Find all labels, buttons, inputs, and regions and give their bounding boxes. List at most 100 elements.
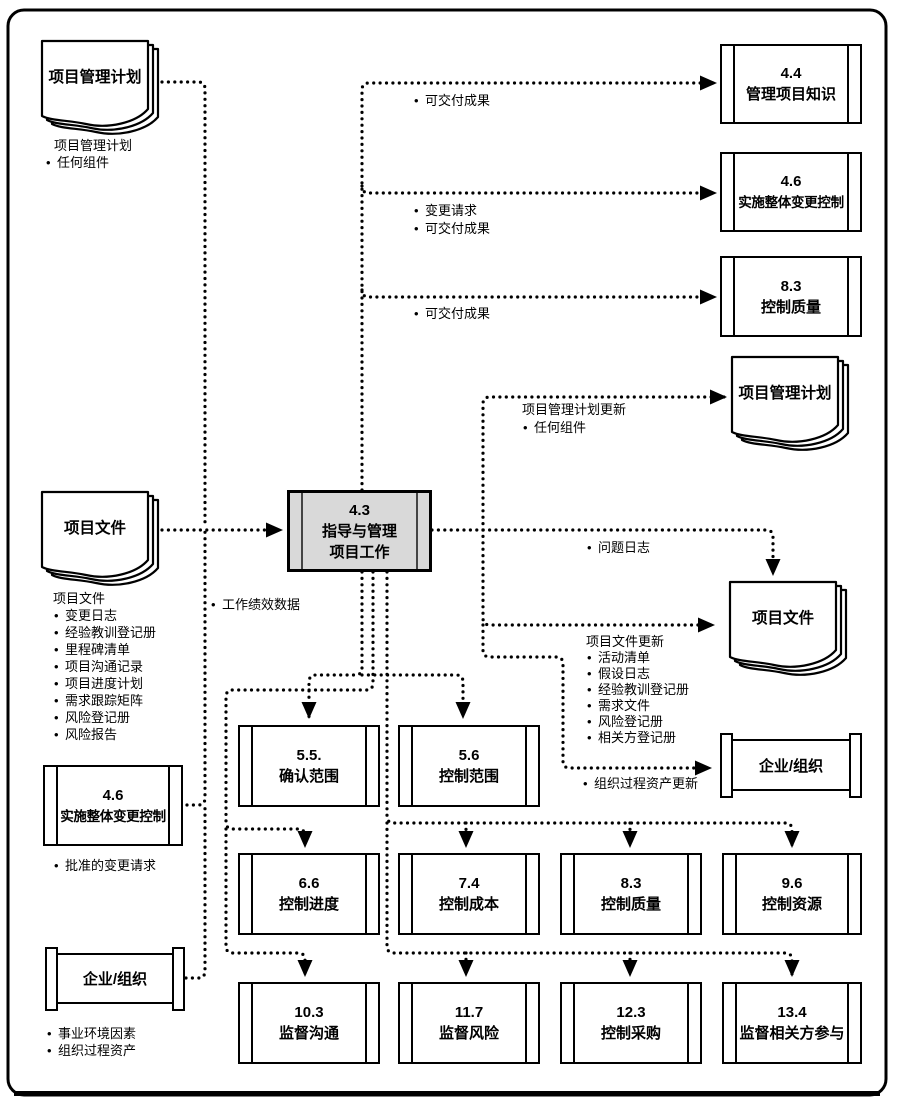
process-id: 4.6 bbox=[780, 173, 802, 190]
note-outputs-46: 变更请求 可交付成果 bbox=[413, 202, 490, 238]
note-bullet: 可交付成果 bbox=[413, 92, 490, 109]
note-approved-changes: 批准的变更请求 bbox=[53, 857, 156, 874]
process-box-4-6-input: 4.6 实施整体变更控制 bbox=[43, 765, 183, 846]
flow-issue-log bbox=[430, 528, 781, 576]
note-bullet: 变更请求 bbox=[413, 202, 490, 220]
note-docs-input: 项目文件 变更日志 经验教训登记册 里程碑清单 项目沟通记录 项目进度计划 需求… bbox=[53, 590, 156, 743]
process-id: 8.3 bbox=[780, 277, 802, 295]
doc-shape-plan-output bbox=[730, 355, 850, 451]
process-name: 管理项目知识 bbox=[745, 86, 836, 103]
note-plan-updates: 项目管理计划更新 任何组件 bbox=[522, 401, 626, 437]
note-bullet: 活动清单 bbox=[586, 650, 689, 666]
doc-plan-input-title: 项目管理计划 bbox=[48, 69, 142, 86]
process-name: 实施整体变更控制 bbox=[60, 808, 166, 824]
process-name: 监督沟通 bbox=[278, 1025, 339, 1042]
process-id: 11.7 bbox=[454, 1004, 484, 1021]
process-id: 7.4 bbox=[458, 875, 480, 892]
process-id: 8.3 bbox=[620, 875, 642, 892]
process-box-9-6: 9.6 控制资源 bbox=[722, 853, 862, 935]
note-work-performance-data: 工作绩效数据 bbox=[210, 596, 300, 613]
note-bullet: 组织过程资产 bbox=[46, 1042, 136, 1059]
note-bullet: 批准的变更请求 bbox=[53, 857, 156, 874]
process-box-5-6: 5.6 控制范围 bbox=[398, 725, 540, 807]
flow-plan-doc-down bbox=[160, 80, 207, 528]
note-plan-input: 项目管理计划 任何组件 bbox=[45, 137, 132, 171]
note-bullet: 项目沟通记录 bbox=[53, 658, 156, 675]
process-name: 控制成本 bbox=[438, 896, 499, 913]
process-name: 监督风险 bbox=[438, 1025, 499, 1042]
entity-tab-left bbox=[720, 733, 733, 798]
note-issue-log: 问题日志 bbox=[586, 539, 650, 556]
process-box-8-3-top: 8.3 控制质量 bbox=[720, 256, 862, 337]
process-name: 控制质量 bbox=[760, 298, 821, 316]
process-name: 控制采购 bbox=[600, 1025, 661, 1042]
process-id: 5.6 bbox=[458, 747, 480, 764]
process-id: 4.4 bbox=[780, 65, 802, 82]
note-opa-updates: 组织过程资产更新 bbox=[582, 775, 698, 792]
process-box-4-4: 4.4 管理项目知识 bbox=[720, 44, 862, 124]
process-id: 6.6 bbox=[298, 875, 320, 892]
process-name: 监督相关方参与 bbox=[739, 1025, 845, 1042]
flow-to-5-5 bbox=[301, 570, 364, 719]
process-box-6-6: 6.6 控制进度 bbox=[238, 853, 380, 935]
process-id: 4.3 bbox=[349, 501, 370, 519]
note-bullet: 需求文件 bbox=[586, 698, 689, 714]
note-bullet: 相关方登记册 bbox=[586, 730, 689, 746]
process-name: 确认范围 bbox=[278, 768, 339, 785]
note-bullet: 事业环境因素 bbox=[46, 1025, 136, 1042]
flow-opa-updates bbox=[481, 623, 712, 776]
note-bullet: 假设日志 bbox=[586, 666, 689, 682]
process-box-4-3-central: 4.3 指导与管理 项目工作 bbox=[287, 490, 432, 572]
process-name: 控制进度 bbox=[278, 896, 339, 913]
entity-enterprise-input: 企业/组织 bbox=[45, 947, 185, 1011]
process-box-7-4: 7.4 控制成本 bbox=[398, 853, 540, 935]
process-box-5-5: 5.5. 确认范围 bbox=[238, 725, 380, 807]
note-doc-updates: 项目文件更新 活动清单 假设日志 经验教训登记册 需求文件 风险登记册 相关方登… bbox=[586, 634, 689, 746]
process-id: 10.3 bbox=[294, 1004, 324, 1021]
note-bullet: 任何组件 bbox=[45, 154, 132, 171]
note-bullet: 组织过程资产更新 bbox=[582, 775, 698, 792]
note-deliverables-44: 可交付成果 bbox=[413, 92, 490, 109]
process-name: 控制资源 bbox=[761, 896, 822, 913]
doc-docs-output-title: 项目文件 bbox=[751, 610, 814, 627]
note-title: 项目文件 bbox=[53, 591, 106, 606]
entity-name: 企业/组织 bbox=[82, 971, 148, 988]
note-title: 项目文件更新 bbox=[586, 634, 665, 649]
note-bullet: 任何组件 bbox=[522, 419, 626, 437]
entity-enterprise-output: 企业/组织 bbox=[720, 733, 862, 798]
entity-tab-right bbox=[849, 733, 862, 798]
entity-tab-left bbox=[45, 947, 58, 1011]
note-bullet: 经验教训登记册 bbox=[586, 682, 689, 698]
flow-to-10-3 bbox=[224, 827, 313, 977]
process-box-13-4: 13.4 监督相关方参与 bbox=[722, 982, 862, 1064]
doc-shape-plan-input bbox=[40, 39, 160, 135]
flow-to-4-6 bbox=[360, 184, 717, 201]
process-box-4-6-output: 4.6 实施整体变更控制 bbox=[720, 152, 862, 232]
note-bullet: 需求跟踪矩阵 bbox=[53, 692, 156, 709]
doc-shape-docs-output bbox=[728, 580, 848, 676]
entity-name: 企业/组织 bbox=[758, 757, 824, 775]
process-name: 实施整体变更控制 bbox=[738, 195, 844, 210]
process-name: 控制质量 bbox=[600, 896, 661, 913]
doc-docs-input-title: 项目文件 bbox=[63, 520, 126, 537]
note-bullet: 变更日志 bbox=[53, 607, 156, 624]
note-bullet: 风险报告 bbox=[53, 726, 156, 743]
note-bullet: 里程碑清单 bbox=[53, 641, 156, 658]
process-id: 9.6 bbox=[781, 875, 803, 892]
process-box-12-3: 12.3 控制采购 bbox=[560, 982, 702, 1064]
flow-enterprise-up bbox=[184, 801, 207, 980]
process-id: 13.4 bbox=[777, 1004, 807, 1021]
flow-to-5-6 bbox=[360, 673, 471, 719]
flow-46-up bbox=[185, 528, 207, 807]
note-deliverables-83: 可交付成果 bbox=[413, 305, 490, 322]
flow-to-8-3-top bbox=[360, 288, 717, 305]
process-name: 控制范围 bbox=[438, 768, 499, 785]
note-bullet: 风险登记册 bbox=[586, 714, 689, 730]
note-bullet: 风险登记册 bbox=[53, 709, 156, 726]
note-bullet: 项目进度计划 bbox=[53, 675, 156, 692]
process-name-line2: 项目工作 bbox=[329, 543, 390, 561]
doc-plan-output-title: 项目管理计划 bbox=[738, 385, 832, 402]
doc-shape-docs-input bbox=[40, 490, 160, 586]
